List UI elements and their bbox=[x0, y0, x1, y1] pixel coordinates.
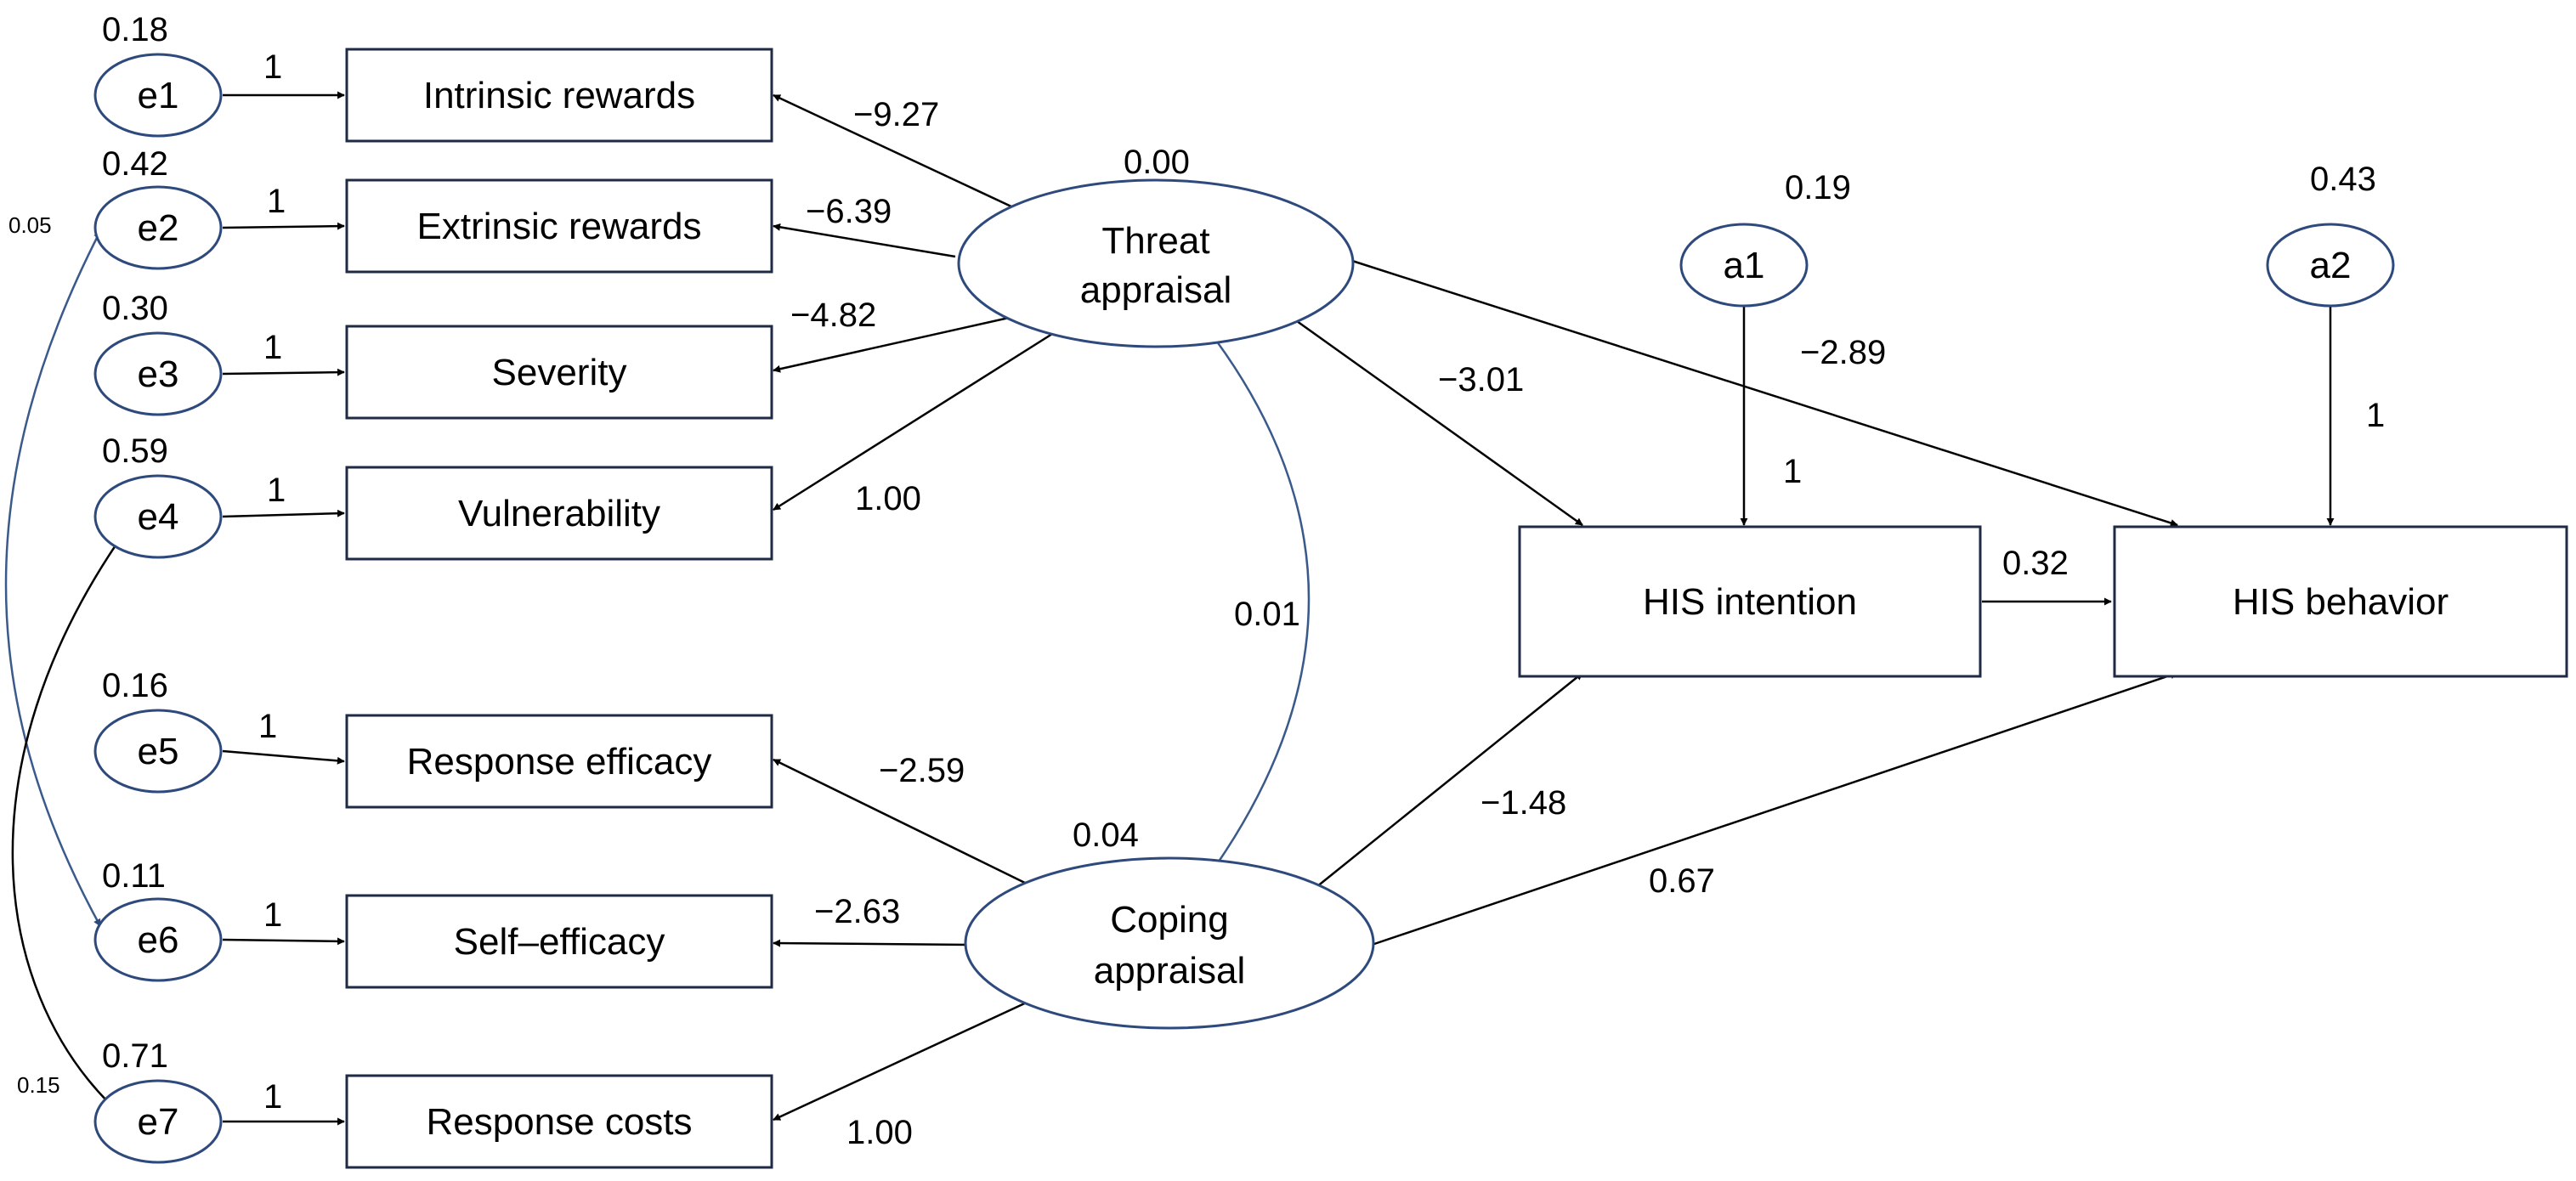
variance-a2: 0.43 bbox=[2310, 161, 2376, 198]
path-coping-intention bbox=[1311, 672, 1583, 891]
indicator-vulnerability: Vulnerability bbox=[345, 466, 773, 561]
svg-text:Intrinsic rewards: Intrinsic rewards bbox=[423, 75, 695, 116]
svg-text:e5: e5 bbox=[138, 731, 179, 772]
variance-e6: 0.11 bbox=[102, 857, 166, 895]
path-threat-intrinsic bbox=[773, 93, 1014, 209]
svg-text:Self–efficacy: Self–efficacy bbox=[454, 921, 665, 963]
svg-text:Coping: Coping bbox=[1110, 899, 1228, 941]
variance-e5: 0.16 bbox=[102, 667, 168, 704]
svg-text:Response costs: Response costs bbox=[426, 1101, 692, 1143]
coef-threat-intention: −3.01 bbox=[1438, 361, 1524, 398]
path-threat-extrinsic bbox=[773, 223, 956, 258]
error-e6: e6 bbox=[93, 897, 223, 982]
loading-severity: −4.82 bbox=[790, 297, 876, 334]
svg-text:e2: e2 bbox=[138, 207, 179, 249]
svg-text:HIS behavior: HIS behavior bbox=[2233, 581, 2449, 623]
error-e1: e1 bbox=[93, 53, 223, 138]
loading-intrinsic-rewards: −9.27 bbox=[853, 96, 939, 133]
error-loading-e7: 1 bbox=[263, 1078, 282, 1116]
path-e3-severity bbox=[222, 368, 345, 376]
svg-text:Vulnerability: Vulnerability bbox=[458, 493, 660, 534]
svg-text:e6: e6 bbox=[138, 919, 179, 961]
indicator-intrinsic-rewards: Intrinsic rewards bbox=[345, 48, 773, 143]
loading-response-efficacy: −2.59 bbox=[879, 752, 965, 789]
covariance-e2-e6 bbox=[4, 230, 102, 927]
path-threat-vulnerability bbox=[773, 328, 1060, 511]
error-loading-a1: 1 bbox=[1783, 453, 1802, 490]
path-coping-behavior bbox=[1371, 671, 2178, 946]
path-coping-response-efficacy bbox=[773, 758, 1031, 887]
svg-text:a2: a2 bbox=[2310, 245, 2352, 286]
covariance-e4-e7 bbox=[11, 540, 121, 1105]
indicator-response-costs: Response costs bbox=[345, 1074, 773, 1169]
disturbance-a1: a1 bbox=[1679, 223, 1809, 308]
error-loading-e4: 1 bbox=[267, 472, 286, 509]
coef-threat-behavior: −2.89 bbox=[1800, 334, 1886, 371]
variance-threat-appraisal: 0.00 bbox=[1124, 144, 1190, 181]
svg-text:Threat: Threat bbox=[1101, 220, 1209, 262]
variance-e4: 0.59 bbox=[102, 432, 168, 470]
svg-text:Severity: Severity bbox=[492, 352, 627, 393]
latent-coping-appraisal: Coping appraisal bbox=[964, 856, 1375, 1030]
outcome-his-behavior: HIS behavior bbox=[2113, 525, 2568, 678]
svg-text:e1: e1 bbox=[138, 75, 179, 116]
loading-response-costs: 1.00 bbox=[846, 1114, 913, 1151]
coef-coping-intention: −1.48 bbox=[1480, 784, 1566, 822]
disturbance-a2: a2 bbox=[2266, 223, 2395, 308]
variance-a1: 0.19 bbox=[1785, 169, 1851, 206]
path-e2-extrinsic bbox=[222, 222, 345, 230]
path-threat-severity bbox=[773, 314, 1017, 373]
svg-text:Response efficacy: Response efficacy bbox=[407, 741, 712, 783]
path-e4-vulnerability bbox=[222, 509, 345, 518]
variance-e1: 0.18 bbox=[102, 11, 168, 48]
svg-text:e3: e3 bbox=[138, 353, 179, 395]
error-loading-e1: 1 bbox=[263, 48, 282, 86]
error-loading-e2: 1 bbox=[267, 183, 286, 220]
svg-text:e4: e4 bbox=[138, 496, 179, 538]
loading-self-efficacy: −2.63 bbox=[814, 893, 900, 930]
svg-text:a1: a1 bbox=[1724, 245, 1765, 286]
svg-text:appraisal: appraisal bbox=[1094, 950, 1246, 992]
covariance-threat-coping bbox=[1205, 327, 1311, 879]
error-e3: e3 bbox=[93, 331, 223, 416]
path-threat-intention bbox=[1296, 319, 1583, 527]
covariance-label-e2-e6: 0.05 bbox=[8, 212, 52, 238]
error-loading-a2: 1 bbox=[2366, 397, 2385, 434]
path-e5-response-efficacy bbox=[222, 749, 345, 765]
svg-text:HIS intention: HIS intention bbox=[1643, 581, 1857, 623]
coef-intention-behavior: 0.32 bbox=[2002, 545, 2069, 582]
variance-e7: 0.71 bbox=[102, 1037, 168, 1075]
covariance-label-e4-e7: 0.15 bbox=[17, 1072, 60, 1098]
latent-threat-appraisal: Threat appraisal bbox=[957, 178, 1355, 348]
error-loading-e3: 1 bbox=[263, 329, 282, 366]
error-e5: e5 bbox=[93, 709, 223, 794]
error-e7: e7 bbox=[93, 1079, 223, 1164]
path-coping-response-costs bbox=[773, 999, 1031, 1122]
indicator-response-efficacy: Response efficacy bbox=[345, 714, 773, 809]
indicator-extrinsic-rewards: Extrinsic rewards bbox=[345, 178, 773, 274]
indicator-self-efficacy: Self–efficacy bbox=[345, 894, 773, 989]
error-loading-e6: 1 bbox=[263, 896, 282, 934]
error-loading-e5: 1 bbox=[258, 708, 277, 745]
variance-e3: 0.30 bbox=[102, 290, 168, 327]
outcome-his-intention: HIS intention bbox=[1518, 525, 1982, 678]
path-threat-behavior bbox=[1349, 258, 2178, 527]
coef-coping-behavior: 0.67 bbox=[1649, 862, 1715, 900]
indicator-severity: Severity bbox=[345, 325, 773, 420]
path-coping-self-efficacy bbox=[773, 939, 971, 947]
svg-text:Extrinsic rewards: Extrinsic rewards bbox=[417, 206, 702, 247]
loading-extrinsic-rewards: −6.39 bbox=[806, 193, 892, 230]
path-e6-self-efficacy bbox=[222, 937, 345, 946]
error-e4: e4 bbox=[93, 474, 223, 559]
error-e2: e2 bbox=[93, 185, 223, 270]
variance-coping-appraisal: 0.04 bbox=[1073, 817, 1139, 854]
svg-text:appraisal: appraisal bbox=[1080, 269, 1232, 311]
svg-text:e7: e7 bbox=[138, 1101, 179, 1143]
variance-e2: 0.42 bbox=[102, 145, 168, 183]
loading-vulnerability: 1.00 bbox=[855, 480, 921, 517]
covariance-label-threat-coping: 0.01 bbox=[1234, 596, 1300, 633]
